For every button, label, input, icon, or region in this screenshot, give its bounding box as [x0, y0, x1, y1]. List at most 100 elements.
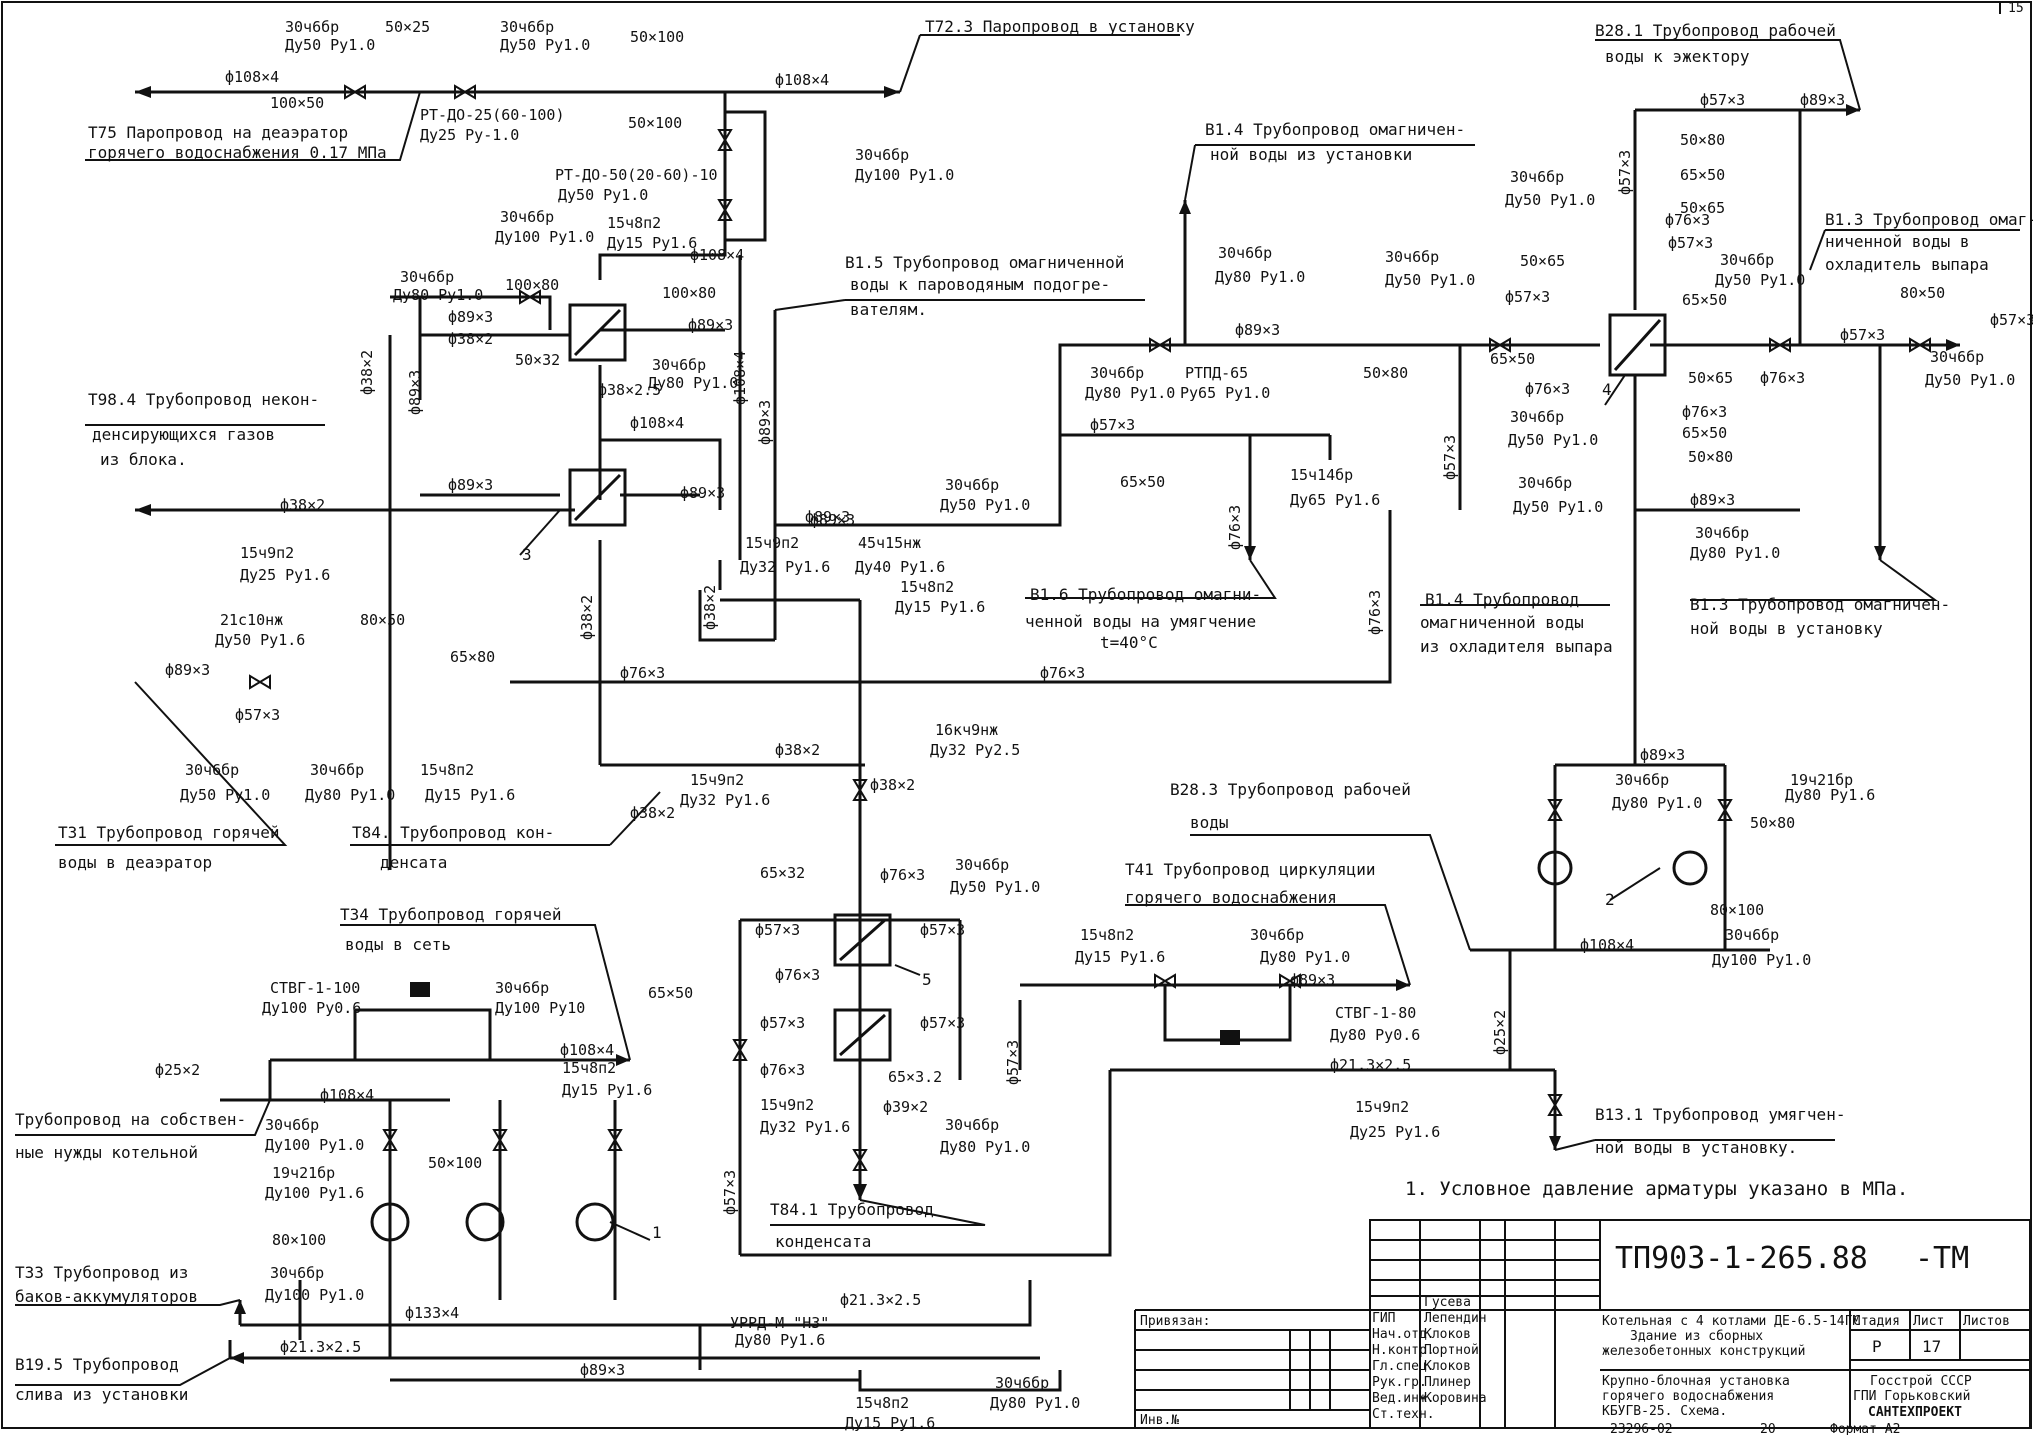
valve-icon	[382, 1129, 398, 1151]
comp-label: Ду50 Ру1.0	[285, 36, 375, 54]
pipe-size: ф57×3	[235, 706, 280, 724]
comp-label: Ду32 Ру2.5	[930, 741, 1020, 759]
comp-label: Ду80 Ру1.0	[990, 1394, 1080, 1412]
pipe-size: ф57×3	[1505, 288, 1550, 306]
valve-icon	[1489, 337, 1511, 353]
comp-label: 30ч6бр	[652, 356, 706, 374]
comp-label: 30ч6бр	[1385, 248, 1439, 266]
arrow-icon	[1946, 339, 1960, 351]
comp-label: 15ч9п2	[745, 534, 799, 552]
pipe-size: ф89×3	[1235, 321, 1280, 339]
arrow-icon	[1549, 1136, 1561, 1150]
label-t841-1: Т84.1 Трубопровод	[770, 1200, 934, 1219]
comp-label: Ру65 Ру1.0	[1180, 384, 1270, 402]
comp-label: Ду50 Ру1.0	[1513, 498, 1603, 516]
pump-1c	[575, 1202, 615, 1242]
label-v14a-1: В1.4 Трубопровод омагничен-	[1205, 120, 1465, 139]
label-v131-2: ной воды в установку.	[1595, 1138, 1797, 1157]
marker-4: 4	[1602, 380, 1612, 399]
heat-exchanger-4	[1608, 313, 1667, 377]
comp-label: 21с10нж	[220, 611, 283, 629]
inv-label: Инв.№	[1140, 1413, 1179, 1428]
comp-label: Ду65 Ру1.6	[1290, 491, 1380, 509]
arrow-icon	[1874, 546, 1886, 560]
comp-label: 15ч8п2	[1080, 926, 1134, 944]
callout-lines	[15, 34, 2020, 1386]
comp-label: 15ч8п2	[900, 578, 954, 596]
label-t84-2: денсата	[380, 853, 447, 872]
comp-label: 15ч9п2	[760, 1096, 814, 1114]
drawing-suffix: -ТМ	[1915, 1241, 1969, 1276]
label-v15-1: В1.5 Трубопровод омагниченной	[845, 253, 1124, 272]
valves	[249, 84, 1931, 1171]
comp-label: Ду50 Ру1.0	[1925, 371, 2015, 389]
label-t33-2: баков-аккумуляторов	[15, 1287, 198, 1306]
comp-label: РТПД-65	[1185, 364, 1248, 382]
pipe-size: ф57×3	[1840, 326, 1885, 344]
pipe-size: ф89×3	[680, 484, 725, 502]
corner-number: 15	[2008, 1, 2024, 16]
comp-label: Ду32 Ру1.6	[680, 791, 770, 809]
comp-label: 30ч6бр	[1510, 168, 1564, 186]
comp-label: Ду50 Ру1.0	[940, 496, 1030, 514]
comp-label: УРРД-М "НЗ"	[730, 1314, 829, 1332]
attached-label: Привязан:	[1140, 1314, 1210, 1329]
pipe-size: ф25×2	[1491, 1010, 1509, 1055]
name-6: Коровина	[1424, 1391, 1487, 1406]
label-v14a-2: ной воды из установки	[1210, 145, 1412, 164]
pump-2b	[1672, 850, 1708, 886]
label-t84-1: Т84. Трубопровод кон-	[352, 823, 554, 842]
pipe-size: ф108×4	[775, 71, 829, 89]
comp-label: 50×32	[515, 351, 560, 369]
comp-label: Ду100 Ру1.0	[855, 166, 954, 184]
pipe-size: ф108×4	[560, 1041, 614, 1059]
label-v16-3: t=40°C	[1100, 633, 1158, 652]
comp-label: 15ч9п2	[1355, 1098, 1409, 1116]
comp-label: Ду15 Ру1.6	[895, 598, 985, 616]
bottom-page: 20	[1760, 1422, 1776, 1435]
label-v195-1: В19.5 Трубопровод	[15, 1355, 179, 1374]
arrow-icon	[1179, 200, 1191, 214]
pipe-size: ф57×3	[1616, 150, 1634, 195]
comp-label: 80×50	[1900, 284, 1945, 302]
pipe-size: ф108×4	[630, 414, 684, 432]
comp-label: Ду80 Ру1.0	[1690, 544, 1780, 562]
comp-label: РТ-ДО-50(20-60)-10	[555, 166, 718, 184]
label-v14b-1: В1.4 Трубопровод	[1425, 590, 1579, 609]
comp-label: 80×50	[360, 611, 405, 629]
comp-label: РТ-ДО-25(60-100)	[420, 106, 565, 124]
pipe-size: ф57×3	[1700, 91, 1745, 109]
pipe-size: ф89×3	[165, 661, 210, 679]
pipe-size: ф38×2	[280, 496, 325, 514]
comp-label: Ду80 Ру1.0	[305, 786, 395, 804]
comp-label: 50×80	[1688, 448, 1733, 466]
valve-icon	[249, 674, 271, 690]
label-t75-1: Т75 Паропровод на деаэратор	[88, 123, 348, 142]
comp-label: 50×80	[1680, 131, 1725, 149]
label-v195-2: слива из установки	[15, 1385, 188, 1404]
label-v13a-3: охладитель выпара	[1825, 255, 1989, 274]
pipe-size: ф38×2	[870, 776, 915, 794]
label-t34-2: воды в сеть	[345, 935, 451, 954]
label-v13a-1: В1.3 Трубопровод омаг-	[1825, 210, 2033, 229]
label-v13b-1: В1.3 Трубопровод омагничен-	[1690, 595, 1950, 614]
valve-icon	[717, 199, 733, 221]
desc2-0: Крупно-блочная установка	[1602, 1374, 1790, 1389]
comp-label: 30ч6бр	[1615, 771, 1669, 789]
name-0: Гусева	[1424, 1295, 1471, 1310]
pipe-size: ф76×3	[1226, 505, 1244, 550]
label-t984-3: из блока.	[100, 450, 187, 469]
comp-label: 19ч21бр	[272, 1164, 335, 1182]
comp-label: 50×65	[1680, 199, 1725, 217]
drawing-code: ТП903-1-265.88	[1615, 1241, 1868, 1276]
comp-label: 50×100	[630, 28, 684, 46]
pipe-size: ф89×3	[448, 476, 493, 494]
flow-arrows	[135, 86, 1960, 1364]
comp-label: Ду80 Ру1.0	[393, 286, 483, 304]
comp-label: 50×65	[1688, 369, 1733, 387]
valve-icon	[1547, 1094, 1563, 1116]
label-t33-1: Т33 Трубопровод из	[15, 1263, 188, 1282]
comp-label: Ду100 Ру1.6	[265, 1184, 364, 1202]
comp-label: 65×50	[1490, 350, 1535, 368]
